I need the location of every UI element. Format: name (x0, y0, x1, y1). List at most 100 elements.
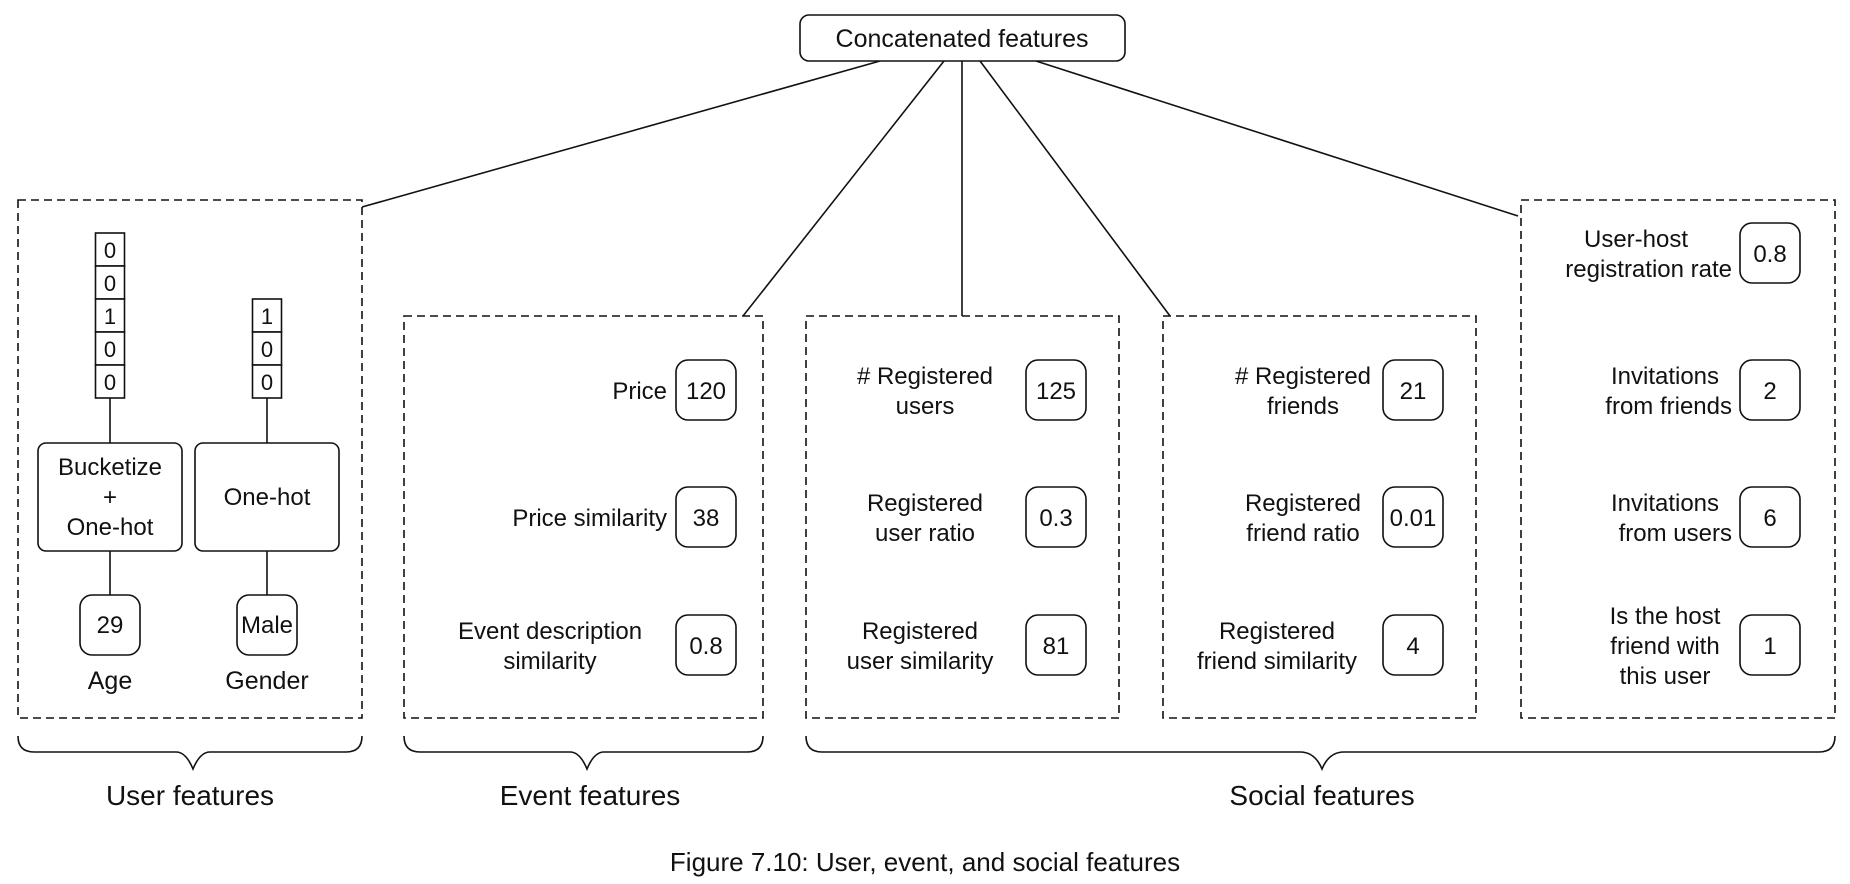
connector-social-friends (979, 60, 1171, 317)
bucketize-one-hot-box: Bucketize + One-hot (37, 442, 183, 552)
event-feature-label: Price (612, 378, 667, 405)
event-feature-row: 0.8 Event description similarity (458, 614, 737, 676)
age-vector-digit: 0 (104, 238, 116, 263)
social-host-feature-row: 0.8 User-host registration rate (1565, 222, 1801, 284)
connector-lines (361, 60, 1519, 317)
age-transform-line-3: One-hot (67, 514, 154, 541)
event-feature-value: 38 (693, 505, 720, 532)
age-transform-line-2: + (103, 484, 117, 511)
gender-value: Male (241, 612, 293, 639)
event-feature-label: Event description (458, 618, 642, 645)
age-transform-line-1: Bucketize (58, 454, 162, 481)
connector-user (361, 60, 881, 208)
event-feature-label: similarity (503, 648, 596, 675)
social-user-feature-label: # Registered (857, 363, 993, 390)
figure-caption: Figure 7.10: User, event, and social fea… (670, 847, 1180, 877)
social-user-feature-label: users (896, 393, 955, 420)
age-vector-cell: 0 (94, 265, 126, 300)
social-features-label: Social features (1229, 780, 1414, 811)
event-feature-value: 0.8 (689, 633, 722, 660)
event-brace (403, 735, 764, 772)
event-features-label: Event features (500, 780, 681, 811)
event-feature-row: 38 Price similarity (512, 486, 737, 548)
social-friend-feature-value: 21 (1400, 378, 1427, 405)
age-vector-cell: 0 (94, 364, 126, 399)
gender-transform-label: One-hot (224, 484, 311, 511)
social-brace (805, 735, 1836, 772)
social-user-feature-label: user ratio (875, 520, 975, 547)
group-braces (17, 735, 1836, 772)
social-host-feature-row: 2 Invitations from friends (1605, 359, 1801, 421)
gender-vector: 100 (251, 298, 283, 399)
age-value: 29 (97, 612, 124, 639)
social-host-feature-label: this user (1620, 663, 1711, 690)
social-host-feature-row: 6 Invitations from users (1611, 486, 1801, 548)
social-user-feature-row: 81 Registered user similarity (847, 614, 1087, 676)
social-user-feature-value: 125 (1036, 378, 1076, 405)
social-friend-feature-label: Registered (1245, 490, 1361, 517)
social-user-feature-label: Registered (867, 490, 983, 517)
connector-event (742, 60, 945, 317)
gender-vector-cell: 1 (251, 298, 283, 333)
social-friend-feature-value: 0.01 (1390, 505, 1437, 532)
social-user-feature-row: 125 # Registered users (857, 359, 1087, 421)
age-vector-digit: 0 (104, 370, 116, 395)
social-friend-feature-label: Registered (1219, 618, 1335, 645)
social-friend-feature-label: # Registered (1235, 363, 1371, 390)
event-feature-value: 120 (686, 378, 726, 405)
age-vector-digit: 1 (104, 304, 116, 329)
age-vector-cell: 1 (94, 298, 126, 333)
age-vector-digit: 0 (104, 271, 116, 296)
social-host-feature-label: Invitations (1611, 363, 1719, 390)
gender-vector-cell: 0 (251, 364, 283, 399)
gender-vector-digit: 0 (261, 370, 273, 395)
social-user-feature-row: 0.3 Registered user ratio (867, 486, 1087, 548)
age-vector: 0 0 1 0 0 (94, 232, 126, 399)
social-host-feature-value: 2 (1763, 378, 1776, 405)
social-host-feature-label: friend with (1610, 633, 1719, 660)
event-feature-label: Price similarity (512, 505, 667, 532)
social-host-feature-value: 0.8 (1753, 241, 1786, 268)
social-friend-feature-row: 0.01 Registered friend ratio (1245, 486, 1444, 548)
social-host-feature-value: 1 (1763, 633, 1776, 660)
social-host-feature-value: 6 (1763, 505, 1776, 532)
user-brace (17, 735, 363, 772)
social-host-feature-label: from friends (1605, 393, 1732, 420)
social-user-feature-value: 0.3 (1039, 505, 1072, 532)
social-friend-feature-row: 21 # Registered friends (1235, 359, 1444, 421)
one-hot-box: One-hot (194, 442, 340, 552)
age-vector-digit: 0 (104, 337, 116, 362)
event-feature-rows: 120 Price 38 Price similarity 0.8 Event descr… (458, 359, 737, 676)
social-user-feature-label: Registered (862, 618, 978, 645)
social-host-feature-label: Is the host (1610, 603, 1721, 630)
gender-value-box: Male (236, 594, 298, 656)
user-connectors (109, 398, 268, 595)
social-friend-feature-label: friend similarity (1197, 648, 1357, 675)
social-host-feature-label: registration rate (1565, 256, 1732, 283)
user-features-label: User features (106, 780, 274, 811)
social-host-feature-label: from users (1619, 520, 1732, 547)
social-user-feature-label: user similarity (847, 648, 994, 675)
gender-vector-cell: 0 (251, 331, 283, 366)
gender-label: Gender (225, 667, 308, 695)
event-feature-row: 120 Price (612, 359, 737, 421)
social-host-feature-label: Invitations (1611, 490, 1719, 517)
age-vector-cell: 0 (94, 232, 126, 267)
concatenated-features-node: Concatenated features (799, 14, 1126, 62)
social-host-feature-label: User-host (1584, 226, 1688, 253)
age-vector-cell: 0 (94, 331, 126, 366)
gender-vector-digit: 1 (261, 304, 273, 329)
concatenated-features-label: Concatenated features (836, 25, 1089, 53)
social-friend-feature-label: friend ratio (1246, 520, 1359, 547)
social-friends-rows: 21# Registeredfriends0.01Registeredfrien… (1197, 359, 1444, 676)
connector-social-host (1035, 60, 1519, 217)
social-friend-feature-label: friends (1267, 393, 1339, 420)
age-value-box: 29 (79, 594, 141, 656)
social-user-feature-value: 81 (1043, 633, 1070, 660)
